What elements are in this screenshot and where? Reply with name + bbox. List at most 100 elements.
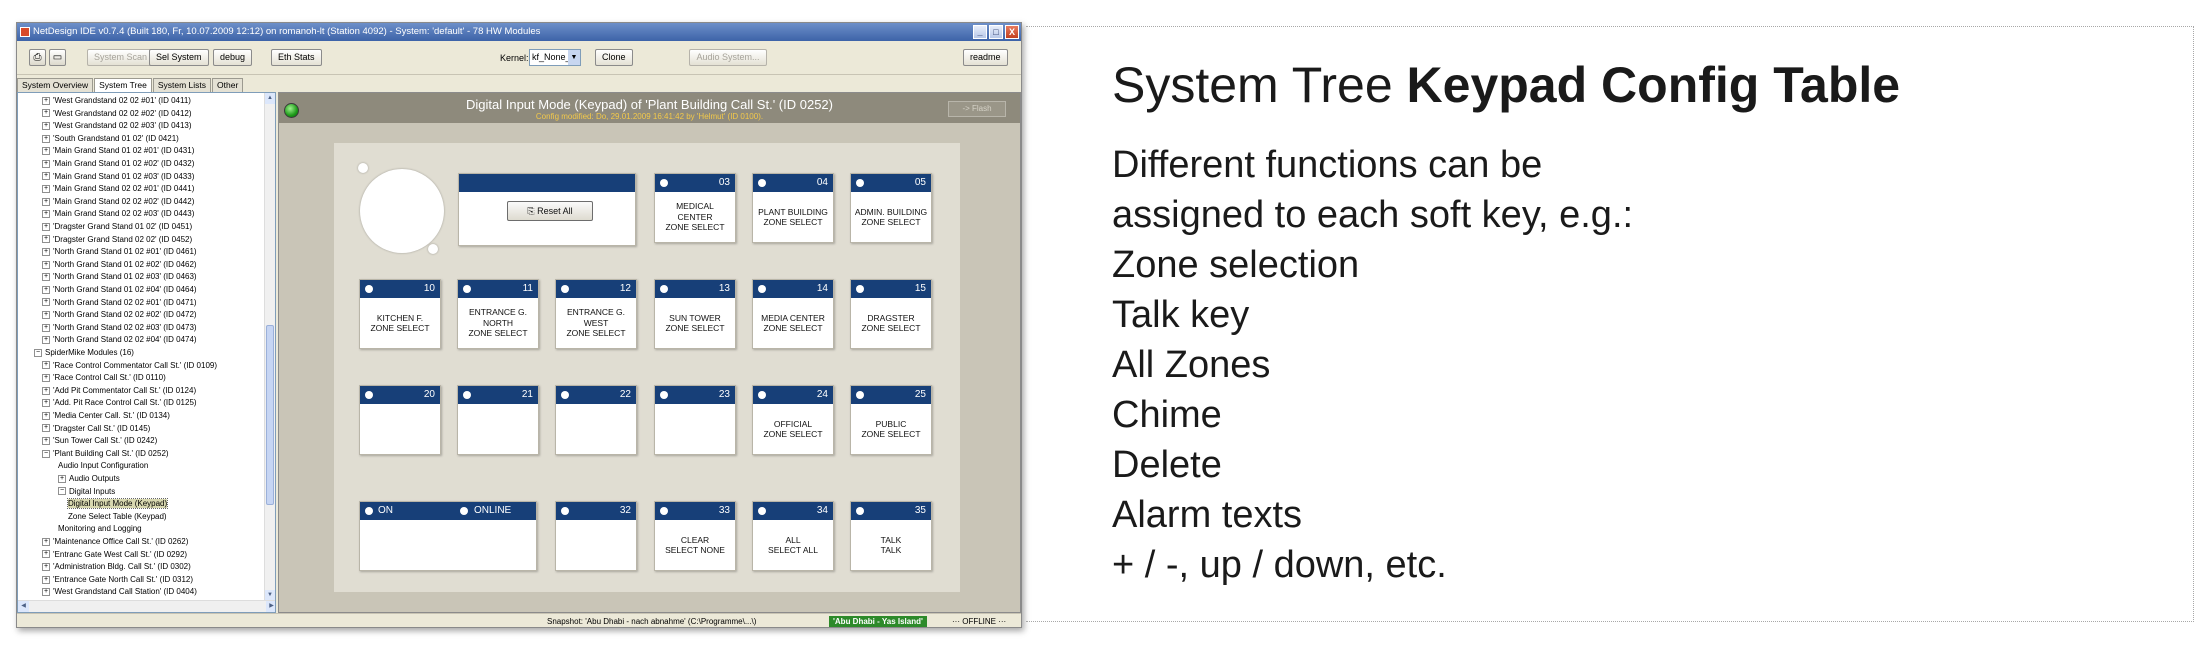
tree-item[interactable]: +'Dragster Grand Stand 02 02' (ID 0452) bbox=[42, 234, 192, 247]
tree-item[interactable]: −Digital Inputs bbox=[58, 486, 115, 499]
expand-icon[interactable]: + bbox=[42, 336, 50, 345]
expand-icon[interactable]: + bbox=[42, 323, 50, 332]
expand-icon[interactable]: + bbox=[42, 172, 50, 181]
expand-icon[interactable]: + bbox=[42, 563, 50, 572]
soft-key-22[interactable]: 22 bbox=[555, 385, 637, 455]
print-icon[interactable]: ⎙ bbox=[29, 49, 46, 66]
flash-button[interactable]: -> Flash bbox=[948, 101, 1006, 117]
audio-system-button[interactable]: Audio System... bbox=[689, 49, 767, 66]
tree-item[interactable]: Zone Select Table (Keypad) bbox=[68, 511, 167, 524]
expand-icon[interactable]: + bbox=[42, 96, 50, 105]
kernel-select[interactable]: kf_None_ ▼ bbox=[529, 49, 581, 66]
expand-icon[interactable]: − bbox=[34, 348, 42, 357]
tree-vertical-scrollbar[interactable]: ▲ ▼ bbox=[264, 93, 275, 601]
tree-item[interactable]: +'Entranc Gate West Call St.' (ID 0292) bbox=[42, 549, 187, 562]
close-button[interactable]: X bbox=[1005, 25, 1019, 39]
tree-item[interactable]: +'Main Grand Stand 02 02 #01' (ID 0441) bbox=[42, 183, 194, 196]
expand-icon[interactable]: + bbox=[42, 411, 50, 420]
tree-item[interactable]: +'Media Center Call. St.' (ID 0134) bbox=[42, 410, 170, 423]
scroll-down-icon[interactable]: ▼ bbox=[265, 590, 275, 601]
tree-item[interactable]: +'Race Control Call St.' (ID 0110) bbox=[42, 372, 166, 385]
expand-icon[interactable]: + bbox=[42, 311, 50, 320]
reset-all-button[interactable]: ⎘ Reset All bbox=[507, 201, 593, 221]
maximize-button[interactable]: □ bbox=[989, 25, 1003, 39]
tab-system-overview[interactable]: System Overview bbox=[17, 78, 94, 92]
expand-icon[interactable]: + bbox=[42, 273, 50, 282]
scroll-left-icon[interactable]: ◀ bbox=[18, 601, 29, 612]
expand-icon[interactable]: − bbox=[42, 449, 50, 458]
expand-icon[interactable]: + bbox=[42, 235, 50, 244]
tree-item[interactable]: +'Main Grand Stand 01 02 #02' (ID 0432) bbox=[42, 158, 194, 171]
tab-system-lists[interactable]: System Lists bbox=[152, 78, 212, 92]
expand-icon[interactable]: + bbox=[42, 424, 50, 433]
sel-system-button[interactable]: Sel System bbox=[149, 49, 209, 66]
tree-item[interactable]: −'Plant Building Call St.' (ID 0252) bbox=[42, 448, 169, 461]
tree-item[interactable]: +'North Grand Stand 02 02 #01' (ID 0471) bbox=[42, 297, 197, 310]
minimize-button[interactable]: _ bbox=[973, 25, 987, 39]
tree-item[interactable]: +'South Grandstand 01 02' (ID 0421) bbox=[42, 133, 179, 146]
soft-key-21[interactable]: 21 bbox=[457, 385, 539, 455]
tree-item[interactable]: +Audio Outputs bbox=[58, 473, 120, 486]
expand-icon[interactable]: + bbox=[42, 285, 50, 294]
tree-item[interactable]: +'North Grand Stand 01 02 #03' (ID 0463) bbox=[42, 271, 197, 284]
chevron-down-icon[interactable]: ▼ bbox=[568, 50, 580, 65]
tree-item[interactable]: Audio Input Configuration bbox=[58, 460, 148, 473]
expand-icon[interactable]: + bbox=[42, 386, 50, 395]
tree-item[interactable]: +'Dragster Call St.' (ID 0145) bbox=[42, 423, 150, 436]
tab-system-tree[interactable]: System Tree bbox=[94, 78, 152, 92]
screen-icon[interactable]: ▭ bbox=[49, 49, 66, 66]
tree-item[interactable]: +'Race Control Commentator Call St.' (ID… bbox=[42, 360, 217, 373]
system-scan-button[interactable]: System Scan bbox=[87, 49, 155, 66]
tree-item[interactable]: +'Main Grand Stand 02 02 #03' (ID 0443) bbox=[42, 208, 194, 221]
tree-item[interactable]: +'Dragster Grand Stand 01 02' (ID 0451) bbox=[42, 221, 192, 234]
readme-button[interactable]: readme bbox=[963, 49, 1008, 66]
scroll-right-icon[interactable]: ▶ bbox=[266, 601, 275, 612]
eth-stats-button[interactable]: Eth Stats bbox=[271, 49, 322, 66]
expand-icon[interactable]: + bbox=[42, 437, 50, 446]
tree-item[interactable]: +'North Grand Stand 01 02 #02' (ID 0462) bbox=[42, 259, 197, 272]
expand-icon[interactable]: + bbox=[42, 260, 50, 269]
expand-icon[interactable]: + bbox=[42, 550, 50, 559]
expand-icon[interactable]: + bbox=[42, 361, 50, 370]
expand-icon[interactable]: + bbox=[42, 298, 50, 307]
tree-item[interactable]: +'Administration Bldg. Call St.' (ID 030… bbox=[42, 561, 191, 574]
expand-icon[interactable]: + bbox=[42, 537, 50, 546]
tree-item[interactable]: +'Entrance Gate North Call St.' (ID 0312… bbox=[42, 574, 193, 587]
tree-horizontal-scrollbar[interactable]: ◀ ▶ bbox=[18, 600, 275, 612]
on-online-key[interactable]: ON ONLINE bbox=[359, 501, 537, 571]
soft-key-23[interactable]: 23 bbox=[654, 385, 736, 455]
tree-item[interactable]: +'North Grand Stand 01 02 #01' (ID 0461) bbox=[42, 246, 197, 259]
tree-item[interactable]: +'West Grandstand 02 02 #01' (ID 0411) bbox=[42, 95, 191, 108]
expand-icon[interactable]: + bbox=[42, 197, 50, 206]
tree-item[interactable]: −SpiderMike Modules (16) bbox=[34, 347, 134, 360]
expand-icon[interactable]: + bbox=[42, 109, 50, 118]
expand-icon[interactable]: + bbox=[42, 134, 50, 143]
tree-item[interactable]: Digital Input Mode (Keypad) bbox=[66, 498, 169, 511]
expand-icon[interactable]: + bbox=[42, 588, 50, 597]
tree-item[interactable]: +'Add. Pit Race Control Call St.' (ID 01… bbox=[42, 397, 197, 410]
expand-icon[interactable]: − bbox=[58, 487, 66, 496]
debug-button[interactable]: debug bbox=[213, 49, 253, 66]
tree-item[interactable]: +'Main Grand Stand 01 02 #01' (ID 0431) bbox=[42, 145, 194, 158]
clone-button[interactable]: Clone bbox=[595, 49, 633, 66]
tree-item[interactable]: +'Add Pit Commentator Call St.' (ID 0124… bbox=[42, 385, 196, 398]
tree-item[interactable]: +'North Grand Stand 01 02 #04' (ID 0464) bbox=[42, 284, 197, 297]
expand-icon[interactable]: + bbox=[42, 147, 50, 156]
expand-icon[interactable]: + bbox=[58, 474, 66, 483]
tree-item[interactable]: +'West Grandstand Call Station' (ID 0404… bbox=[42, 586, 197, 599]
expand-icon[interactable]: + bbox=[42, 159, 50, 168]
expand-icon[interactable]: + bbox=[42, 222, 50, 231]
tree-item[interactable]: +'West Grandstand 02 02 #02' (ID 0412) bbox=[42, 108, 192, 121]
tree-item[interactable]: +'Main Grand Stand 02 02 #02' (ID 0442) bbox=[42, 196, 194, 209]
